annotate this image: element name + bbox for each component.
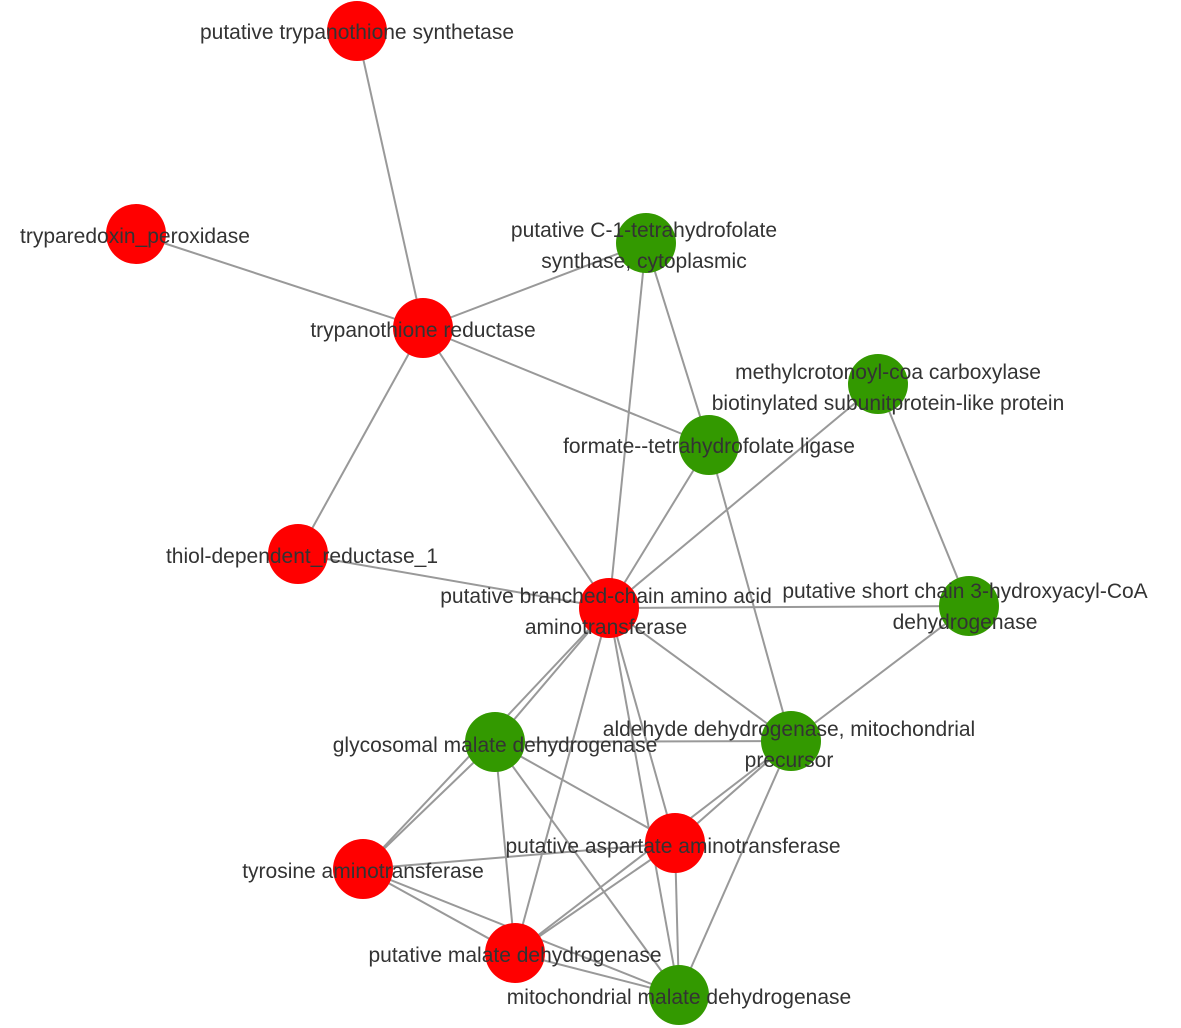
- edge-n11-n15: [678, 740, 792, 996]
- node-mitochondrial-malate-dehydrogenase[interactable]: [649, 965, 709, 1025]
- edge-n8-n9: [608, 605, 970, 609]
- node-putative-aspartate-aminotransferase[interactable]: [645, 813, 705, 873]
- node-tyrosine-aminotransferase[interactable]: [333, 839, 393, 899]
- aldehyde-dehydrogenase-label: aldehyde dehydrogenase, mitochondrial pre…: [603, 718, 975, 772]
- edge-n10-n15: [494, 741, 680, 996]
- edge-n4-n6: [645, 242, 710, 446]
- edge-n5-n8: [608, 383, 879, 609]
- edge-n3-n4: [422, 242, 647, 329]
- tryparedoxin-peroxidase-label: tryparedoxin_peroxidase: [20, 225, 250, 248]
- edge-n10-n11: [494, 740, 792, 743]
- node-formate-tetrahydrofolate-ligase[interactable]: [679, 415, 739, 475]
- label-line: dehydrogenase: [893, 611, 1038, 634]
- node-branched-chain-aminotransferase[interactable]: [579, 578, 639, 638]
- node-methylcrotonoyl-coa-carboxylase[interactable]: [848, 354, 908, 414]
- node-trypanothione-reductase[interactable]: [393, 298, 453, 358]
- trypanothione-reductase-label: trypanothione reductase: [310, 319, 535, 342]
- edge-n8-n12: [608, 607, 676, 844]
- node-aldehyde-dehydrogenase[interactable]: [761, 711, 821, 771]
- tyrosine-aminotransferase-label: tyrosine aminotransferase: [242, 860, 484, 883]
- edge-n12-n14: [514, 842, 676, 954]
- thiol-dependent-reductase-1-label: thiol-dependent_reductase_1: [166, 545, 438, 568]
- label-line: methylcrotonoyl-coa carboxylase: [735, 361, 1041, 384]
- label-line: precursor: [745, 749, 834, 772]
- edge-n5-n9: [877, 383, 970, 607]
- edge-n10-n12: [494, 741, 676, 844]
- c1-tetrahydrofolate-synthase-label: putative C-1-tetrahydrofolate synthase, c…: [511, 219, 777, 273]
- label-line: thiol-dependent_reductase_1: [166, 545, 438, 568]
- edge-n6-n11: [708, 444, 792, 742]
- node-c1-tetrahydrofolate-synthase[interactable]: [616, 213, 676, 273]
- glycosomal-malate-dehydrogenase-label: glycosomal malate dehydrogenase: [333, 734, 658, 757]
- label-line: tryparedoxin_peroxidase: [20, 225, 250, 248]
- label-line: putative malate dehydrogenase: [368, 944, 661, 967]
- edge-n1-n3: [356, 30, 424, 329]
- label-line: putative short chain 3-hydroxyacyl-CoA: [782, 580, 1147, 603]
- label-line: aminotransferase: [525, 616, 687, 639]
- label-line: aldehyde dehydrogenase, mitochondrial: [603, 718, 975, 741]
- node-tryparedoxin-peroxidase[interactable]: [106, 204, 166, 264]
- putative-aspartate-aminotransferase-label: putative aspartate aminotransferase: [505, 835, 840, 858]
- edge-n3-n7: [297, 327, 424, 555]
- label-layer: putative trypanothione synthetase trypare…: [20, 21, 1148, 1009]
- edge-n8-n15: [608, 607, 680, 996]
- label-line: biotinylated subunitprotein-like protein: [712, 392, 1065, 415]
- formate-tetrahydrofolate-ligase-label: formate--tetrahydrofolate ligase: [563, 435, 855, 458]
- edge-n9-n11: [790, 605, 970, 742]
- edge-n4-n8: [608, 242, 647, 609]
- label-line: trypanothione reductase: [310, 319, 535, 342]
- label-line: putative trypanothione synthetase: [200, 21, 514, 44]
- label-line: formate--tetrahydrofolate ligase: [563, 435, 855, 458]
- branched-chain-aminotransferase-label: putative branched-chain amino acid aminot…: [440, 585, 772, 639]
- label-line: putative C-1-tetrahydrofolate: [511, 219, 777, 242]
- label-line: putative aspartate aminotransferase: [505, 835, 840, 858]
- edge-n10-n14: [494, 741, 516, 954]
- methylcrotonoyl-coa-carboxylase-label: methylcrotonoyl-coa carboxylase biotinyla…: [712, 361, 1065, 415]
- edge-n3-n8: [422, 327, 610, 609]
- node-thiol-dependent-reductase-1[interactable]: [268, 524, 328, 584]
- node-short-chain-hydroxyacyl-coa-dehydrogenase[interactable]: [939, 576, 999, 636]
- edge-n2-n3: [135, 233, 424, 329]
- node-layer: [106, 1, 999, 1025]
- node-putative-malate-dehydrogenase[interactable]: [485, 923, 545, 983]
- edge-n6-n8: [608, 444, 710, 609]
- label-line: synthase, cytoplasmic: [541, 250, 746, 273]
- edge-n12-n13: [362, 842, 676, 870]
- mitochondrial-malate-dehydrogenase-label: mitochondrial malate dehydrogenase: [507, 986, 851, 1009]
- edge-n10-n13: [362, 741, 496, 870]
- putative-malate-dehydrogenase-label: putative malate dehydrogenase: [368, 944, 661, 967]
- edge-n7-n8: [297, 553, 610, 609]
- node-putative-trypanothione-synthetase[interactable]: [327, 1, 387, 61]
- label-line: putative branched-chain amino acid: [440, 585, 772, 608]
- edge-n3-n6: [422, 327, 710, 446]
- label-line: tyrosine aminotransferase: [242, 860, 484, 883]
- putative-trypanothione-synthetase-label: putative trypanothione synthetase: [200, 21, 514, 44]
- edge-n8-n11: [608, 607, 792, 742]
- label-line: glycosomal malate dehydrogenase: [333, 734, 658, 757]
- node-glycosomal-malate-dehydrogenase[interactable]: [465, 712, 525, 772]
- label-line: mitochondrial malate dehydrogenase: [507, 986, 851, 1009]
- short-chain-hydroxyacyl-coa-dehydrogenase-label: putative short chain 3-hydroxyacyl-CoA de…: [782, 580, 1147, 634]
